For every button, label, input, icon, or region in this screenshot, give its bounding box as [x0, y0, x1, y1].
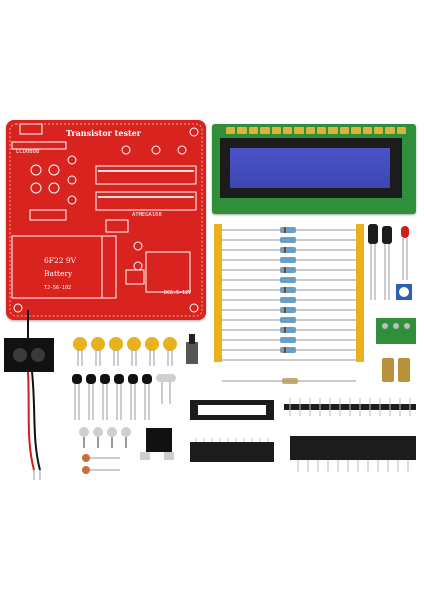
crystal	[156, 374, 176, 404]
pcb-board-code: TJ-56-102	[44, 285, 72, 291]
pcb-lcd-label: LCD0808	[16, 149, 40, 155]
ceramic-capacitors	[73, 337, 177, 366]
brass-standoffs	[382, 358, 410, 382]
pcb-dc-label: DC6.5-12V	[164, 290, 192, 296]
pcb-battery-label: 6F22 9V	[44, 256, 77, 265]
pcb-mcu-label: ATMEGA168	[132, 212, 162, 218]
pcb-battery-label-2: Battery	[44, 269, 73, 278]
lcd-module	[212, 124, 416, 214]
terminal-block	[376, 318, 416, 344]
slide-switch	[186, 334, 198, 364]
resistor-strip	[214, 224, 364, 384]
pcb-title: Transistor tester	[66, 128, 141, 138]
trimmer-potentiometer	[396, 284, 412, 300]
pcb-board: Transistor tester LCD0808 ATMEGA168 6F22…	[6, 120, 206, 320]
transistors	[72, 374, 152, 420]
dc-jack	[140, 428, 174, 460]
lcd-screen	[230, 148, 390, 188]
lcd-pin-header	[226, 127, 406, 134]
ic-socket	[190, 400, 274, 420]
small-capacitors	[82, 454, 120, 474]
female-header	[290, 436, 416, 472]
red-led	[401, 226, 409, 280]
battery-snap	[4, 310, 54, 480]
electrolytic-capacitors	[368, 224, 392, 300]
pin-header	[284, 398, 416, 416]
pcb-silkscreen	[9, 123, 203, 317]
microcontroller-chip	[190, 438, 274, 462]
screws	[79, 427, 131, 448]
